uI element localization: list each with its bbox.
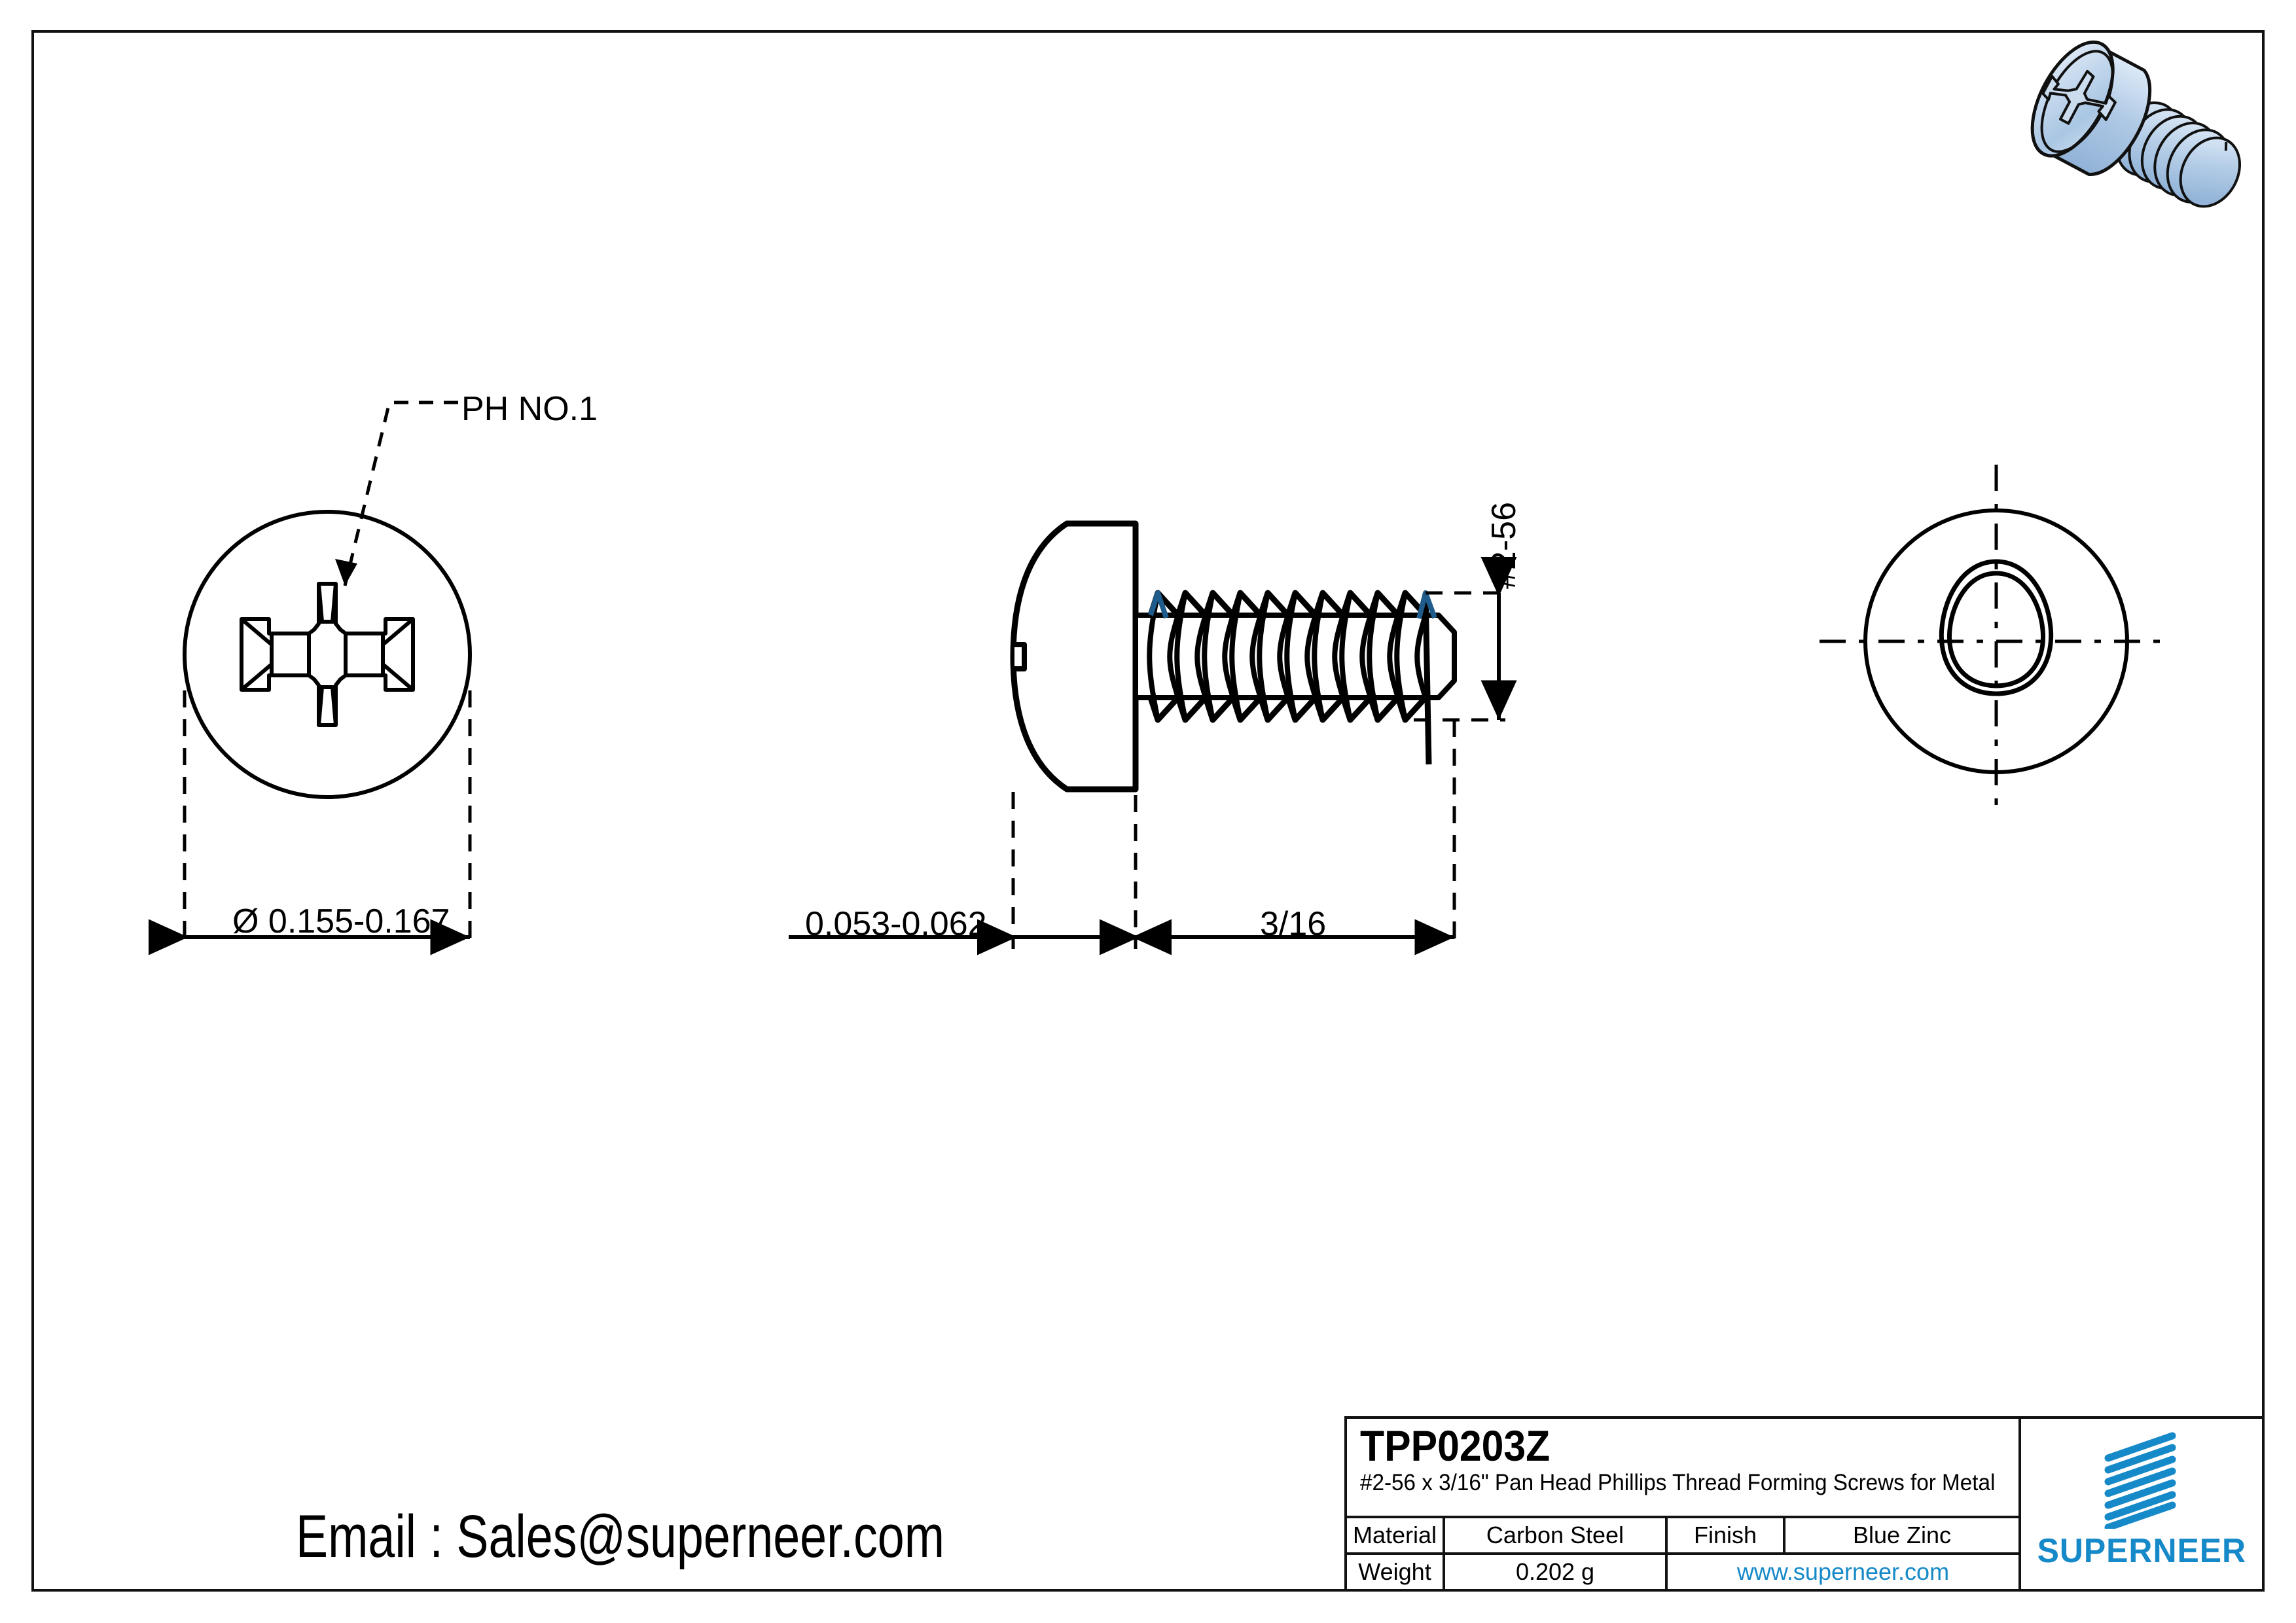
material-value: Carbon Steel (1445, 1518, 1668, 1552)
finish-value: Blue Zinc (1852, 1522, 1952, 1548)
head-height-label: 0.053-0.062 (805, 905, 987, 943)
brand-wordmark: SUPERNEER (2037, 1532, 2246, 1570)
weight-value: 0.202 g (1445, 1555, 1668, 1589)
recess-callout-label: PH NO.1 (461, 390, 598, 428)
drawing-frame (31, 30, 2265, 1592)
contact-email-line: Email : Sales@superneer.com (296, 1503, 945, 1570)
title-block-main: TPP0203Z #2-56 x 3/16" Pan Head Phillips… (1347, 1419, 2021, 1589)
part-description: #2-56 x 3/16" Pan Head Phillips Thread F… (1360, 1470, 1996, 1495)
title-block-row-material: Material Carbon Steel Finish Blue Zinc (1347, 1518, 2018, 1552)
iso-phillips-recess-icon (2041, 69, 2117, 125)
title-block-identity: TPP0203Z #2-56 x 3/16" Pan Head Phillips… (1347, 1419, 2018, 1518)
superneer-logo-icon (2104, 1432, 2176, 1529)
head-diameter-label: Ø 0.155-0.167 (232, 902, 450, 940)
material-label: Material (1347, 1518, 1445, 1552)
shank-length-label: 3/16 (1260, 905, 1327, 943)
title-block: TPP0203Z #2-56 x 3/16" Pan Head Phillips… (1344, 1416, 2265, 1592)
isometric-screw-render (2030, 40, 2241, 208)
weight-label: Weight (1347, 1555, 1445, 1589)
iso-thread-turns (2115, 101, 2241, 208)
part-number: TPP0203Z (1360, 1421, 1551, 1470)
brand-logo-cell: SUPERNEER (2021, 1419, 2262, 1589)
title-block-row-weight: Weight 0.202 g www.superneer.com (1347, 1552, 2018, 1589)
website-link[interactable]: www.superneer.com (1736, 1558, 1950, 1585)
thread-size-label: #2-56 (1485, 502, 1523, 589)
finish-label: Finish (1668, 1518, 1785, 1552)
